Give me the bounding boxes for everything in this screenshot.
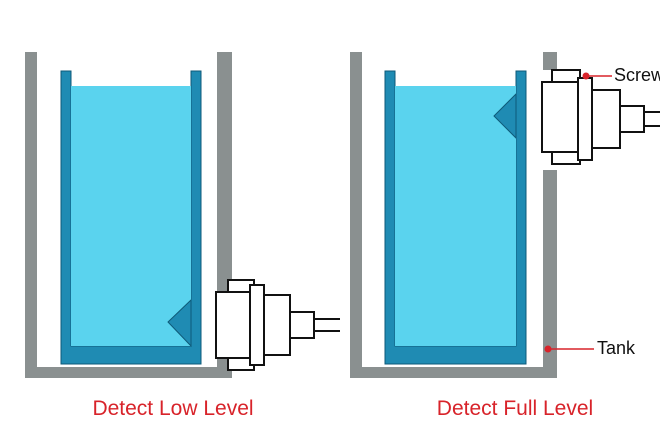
- panel-full-level: [350, 52, 660, 378]
- tank-wall-right-upper: [217, 52, 232, 282]
- tank-wall-right-upper: [543, 52, 557, 70]
- float-wedge: [493, 92, 517, 140]
- level-sensor-icon: [215, 279, 340, 371]
- tank-callout: [544, 345, 594, 353]
- water: [71, 86, 191, 346]
- tank-label: Tank: [597, 338, 636, 358]
- screw-callout: [582, 72, 612, 80]
- water: [395, 86, 516, 346]
- float-wedge: [167, 298, 192, 348]
- screw-label: Screw: [614, 65, 660, 85]
- level-sensor-icon: [541, 69, 660, 165]
- panel-low-level: [25, 52, 340, 378]
- caption-full-level: Detect Full Level: [436, 397, 594, 420]
- caption-low-level: Detect Low Level: [92, 397, 254, 420]
